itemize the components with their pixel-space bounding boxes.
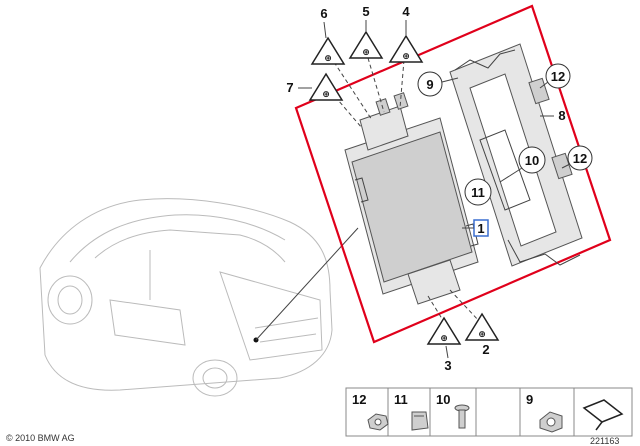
callout-5: 5 xyxy=(362,4,369,19)
callout-12-right: 12 xyxy=(561,145,593,171)
callout-6: 6 xyxy=(320,6,327,21)
copyright-text: © 2010 BMW AG xyxy=(6,433,75,443)
car-illustration xyxy=(39,198,333,397)
svg-text:12: 12 xyxy=(573,151,587,166)
leader-6 xyxy=(333,61,373,121)
svg-text:11: 11 xyxy=(471,185,485,200)
legend-item-9: 9 xyxy=(526,392,563,433)
svg-text:⊕: ⊕ xyxy=(402,52,410,62)
svg-text:1: 1 xyxy=(477,221,484,236)
torque-triangle-6: ⊕ xyxy=(310,36,346,65)
svg-text:⊕: ⊕ xyxy=(324,54,332,64)
svg-text:10: 10 xyxy=(436,392,450,407)
callout-8: 8 xyxy=(558,108,565,123)
callout-7: 7 xyxy=(286,80,293,95)
svg-text:9: 9 xyxy=(526,392,533,407)
callout-6-leader xyxy=(323,21,327,39)
torque-triangle-5: ⊕ xyxy=(348,30,384,59)
highlight-frame xyxy=(294,4,612,344)
torque-triangle-2: ⊕ xyxy=(464,312,500,341)
svg-text:12: 12 xyxy=(551,69,565,84)
callout-2: 2 xyxy=(482,342,489,357)
leader-4 xyxy=(399,59,405,109)
legend-item-12: 12 xyxy=(352,392,389,431)
callout-9: 9 xyxy=(417,71,459,97)
svg-text:9: 9 xyxy=(426,77,433,92)
leader-2 xyxy=(449,289,481,323)
callout-3-leader xyxy=(445,345,449,359)
svg-text:10: 10 xyxy=(525,153,539,168)
svg-text:⊕: ⊕ xyxy=(478,330,486,340)
leader-3 xyxy=(427,295,445,323)
callout-4: 4 xyxy=(402,4,410,19)
torque-triangle-7: ⊕ xyxy=(308,72,344,101)
svg-text:⊕: ⊕ xyxy=(362,48,370,58)
legend-item-10: 10 xyxy=(436,392,470,429)
callout-1: 1 xyxy=(462,219,489,237)
svg-text:⊕: ⊕ xyxy=(440,334,448,344)
svg-text:⊕: ⊕ xyxy=(322,90,330,100)
svg-text:12: 12 xyxy=(352,392,366,407)
callout-11: 11 xyxy=(464,178,492,206)
control-module-part xyxy=(344,92,479,305)
torque-triangle-4: ⊕ xyxy=(388,34,424,63)
legend-strip: 12 11 10 9 xyxy=(345,387,633,437)
leader-5 xyxy=(367,57,385,113)
legend-item-accessory-icon xyxy=(582,399,624,431)
torque-triangle-3: ⊕ xyxy=(426,316,462,345)
diagram-number: 221163 xyxy=(590,436,619,446)
svg-text:11: 11 xyxy=(394,392,408,407)
callout-3: 3 xyxy=(444,358,451,373)
bracket-part xyxy=(449,43,583,267)
callout-10: 10 xyxy=(499,146,546,183)
legend-item-11: 11 xyxy=(394,392,429,431)
leader-car-to-module xyxy=(255,227,359,341)
callout-12-top: 12 xyxy=(539,63,571,89)
